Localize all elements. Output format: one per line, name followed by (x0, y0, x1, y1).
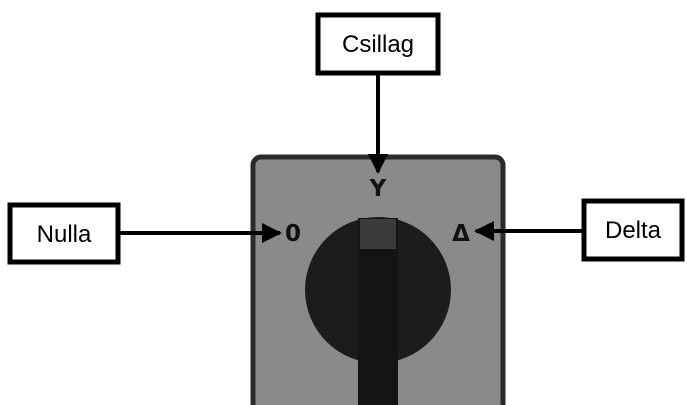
off-position-symbol: 0 (285, 221, 301, 247)
star-callout-box (315, 12, 441, 76)
knob-handle (358, 218, 398, 405)
star-position-symbol: Y (369, 176, 387, 202)
delta-callout-box (581, 198, 685, 262)
delta-position-symbol: Δ (452, 221, 470, 247)
delta-callout-label: Delta (605, 217, 662, 244)
star-callout-label: Csillag (342, 31, 414, 58)
rotary-switch (250, 154, 506, 405)
knob-position-indicator (360, 219, 396, 249)
off-callout-box (7, 202, 121, 265)
off-callout-label: Nulla (37, 221, 92, 248)
